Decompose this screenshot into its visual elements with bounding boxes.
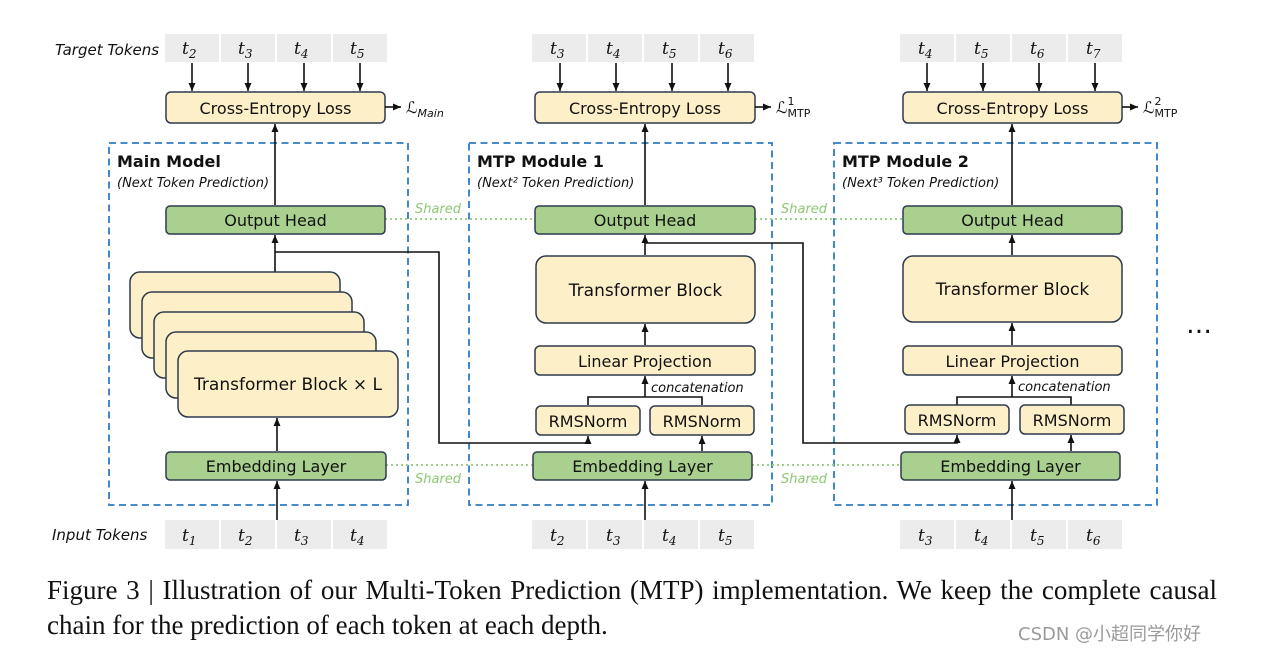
mtp1-cross-entropy-label: Cross-Entropy Loss (569, 99, 721, 118)
tok-sub: 2 (188, 47, 197, 61)
main-model-title: Main Model (117, 152, 221, 171)
mtp1-to-mtp2-connector (645, 242, 961, 444)
mtp2-target-tokens: t4 t5 t6 t7 (900, 34, 1122, 62)
mtp2-subtitle: (Next³ Token Prediction) (842, 176, 999, 191)
mtp1-target-tokens: t3 t4 t5 t6 (532, 34, 754, 62)
tok-sub: 3 (925, 534, 933, 548)
mtp2-embedding-label: Embedding Layer (940, 457, 1081, 476)
mtp2-rmsnorm-right-label: RMSNorm (1033, 411, 1112, 430)
tok-sub: 3 (613, 534, 621, 548)
mtp-diagram: Target Tokens Input Tokens Main Model (N… (52, 34, 1212, 549)
main-output-head-label: Output Head (224, 211, 327, 230)
csdn-watermark: CSDN @小超同学你好 (1018, 624, 1202, 645)
tok-sub: 7 (1093, 47, 1101, 61)
tok-sub: 6 (1037, 47, 1045, 61)
mtp1-rmsnorm-right-label: RMSNorm (663, 412, 742, 431)
mtp1-loss-sup: 1 (788, 95, 795, 108)
input-tokens-label: Input Tokens (52, 526, 148, 544)
main-transformer-stack (129, 271, 399, 418)
main-loss: ℒMain (406, 98, 444, 120)
mtp1-rmsnorm-right (649, 405, 755, 436)
mtp1-frame (468, 142, 773, 506)
main-target-tokens: t2 t3 t4 t5 (165, 34, 387, 62)
tok-sub: 4 (980, 534, 989, 548)
tok-sub: 4 (300, 47, 309, 61)
mtp2-transformer-block (902, 255, 1123, 323)
mtp1-embedding-label: Embedding Layer (572, 457, 713, 476)
tok-sub: 3 (245, 47, 253, 61)
tok-sub: 5 (357, 47, 365, 61)
mtp2-loss-sub: MTP (1155, 107, 1178, 120)
mtp2-rmsnorm-left (904, 404, 1010, 435)
mtp1-output-head (534, 205, 756, 235)
main-cross-entropy-label: Cross-Entropy Loss (200, 99, 352, 118)
mtp1-concat-label: concatenation (651, 381, 744, 396)
main-input-tokens: t1 t2 t3 t4 (165, 520, 387, 549)
mtp2-output-head-label: Output Head (961, 211, 1064, 230)
mtp2-frame (833, 142, 1158, 506)
tok-sub: 4 (356, 534, 365, 548)
main-model-frame (108, 142, 409, 506)
tok-sub: 5 (725, 534, 733, 548)
mtp1-loss-sub: MTP (788, 107, 811, 120)
target-tokens-label: Target Tokens (55, 41, 159, 59)
shared-label-emb-1: Shared (415, 472, 462, 487)
tok-sub: 4 (612, 47, 621, 61)
main-output-head (165, 205, 386, 235)
mtp1-transformer-label: Transformer Block (568, 281, 723, 301)
mtp2-rmsnorm-left-label: RMSNorm (918, 411, 997, 430)
main-embedding-label: Embedding Layer (206, 457, 347, 476)
figure-caption: Figure 3 | Illustration of our Multi-Tok… (47, 575, 1217, 640)
mtp2-title: MTP Module 2 (842, 152, 969, 171)
mtp1-input-tokens: t2 t3 t4 t5 (532, 520, 754, 549)
main-to-mtp1-connector (275, 251, 592, 444)
mtp2-rmsnorm-right (1019, 404, 1125, 435)
tok-sub: 2 (556, 534, 565, 548)
shared-label-head-2: Shared (781, 202, 828, 217)
mtp2-linear-projection-label: Linear Projection (946, 352, 1080, 371)
main-loss-sub: Main (418, 107, 444, 120)
tok-sub: 1 (189, 534, 197, 548)
tok-sub: 3 (301, 534, 309, 548)
shared-label-emb-2: Shared (781, 472, 828, 487)
tok-sub: 4 (668, 534, 677, 548)
mtp2-input-tokens: t3 t4 t5 t6 (900, 520, 1122, 549)
tok-sub: 5 (981, 47, 989, 61)
main-transformer-label: Transformer Block × L (193, 375, 382, 395)
mtp2-transformer-label: Transformer Block (935, 280, 1090, 300)
tok-sub: 2 (244, 534, 253, 548)
tok-sub: 5 (1037, 534, 1045, 548)
continuation-ellipsis: … (1186, 310, 1212, 340)
tok-sub: 4 (924, 47, 933, 61)
mtp1-subtitle: (Next² Token Prediction) (477, 176, 634, 191)
shared-label-head-1: Shared (415, 202, 462, 217)
tok-sub: 3 (557, 47, 565, 61)
mtp2-embedding-layer (900, 451, 1121, 481)
mtp2-concat-label: concatenation (1018, 380, 1111, 395)
tok-sub: 5 (669, 47, 677, 61)
main-embedding-layer (165, 451, 387, 481)
mtp1-output-head-label: Output Head (594, 211, 697, 230)
mtp1-linear-projection-label: Linear Projection (578, 352, 712, 371)
mtp2-cross-entropy-label: Cross-Entropy Loss (937, 99, 1089, 118)
mtp1-linear-projection (534, 345, 756, 376)
mtp1-title: MTP Module 1 (477, 152, 604, 171)
mtp2-linear-projection (902, 345, 1123, 376)
tok-sub: 6 (725, 47, 733, 61)
mtp1-embedding-layer (532, 451, 753, 481)
mtp2-loss-sup: 2 (1155, 95, 1162, 108)
mtp1-rmsnorm-left-label: RMSNorm (549, 412, 628, 431)
mtp2-output-head (902, 205, 1123, 235)
main-model-subtitle: (Next Token Prediction) (117, 176, 269, 191)
mtp1-rmsnorm-left (535, 405, 641, 436)
tok-sub: 6 (1093, 534, 1101, 548)
mtp1-transformer-block (535, 255, 756, 324)
